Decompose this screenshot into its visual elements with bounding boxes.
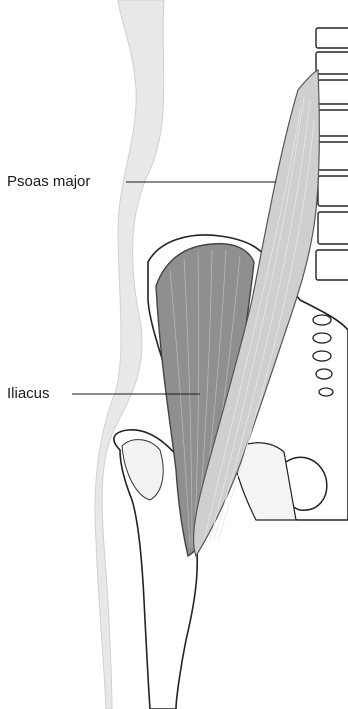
psoas-major-label: Psoas major — [7, 173, 90, 191]
iliacus-label: Iliacus — [7, 385, 50, 403]
vertebral-column — [316, 28, 348, 280]
